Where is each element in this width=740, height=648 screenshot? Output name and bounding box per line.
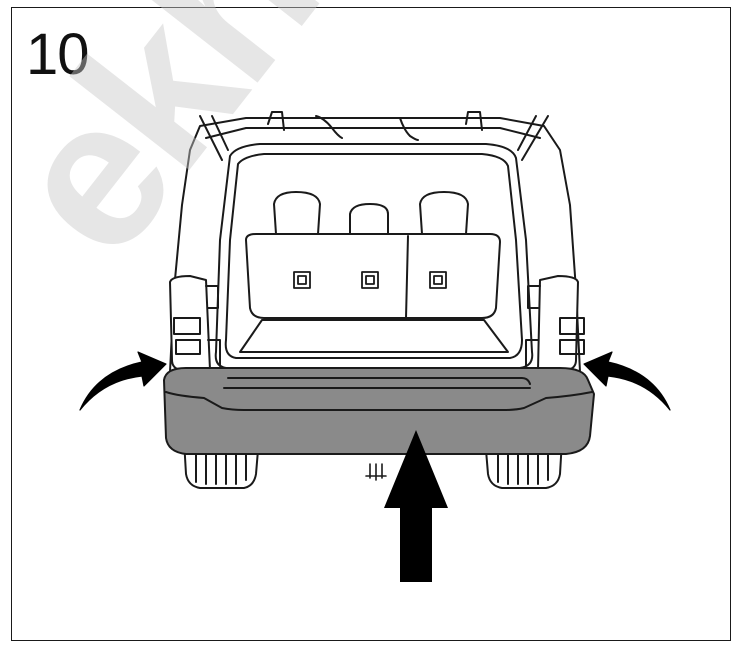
right-tail-light	[525, 275, 585, 371]
roof-rack	[205, 127, 541, 139]
up-arrow	[384, 430, 448, 582]
left-headrest	[273, 191, 321, 235]
left-curved-arrow	[79, 351, 167, 411]
seat-anchors	[293, 271, 447, 289]
step-number: 10	[26, 22, 90, 87]
left-tail-light	[169, 275, 221, 371]
cargo-floor	[239, 319, 509, 353]
hitch-connector	[365, 463, 387, 481]
right-headrest	[419, 191, 469, 235]
right-curved-arrow	[583, 351, 671, 411]
center-headrest	[349, 203, 389, 237]
